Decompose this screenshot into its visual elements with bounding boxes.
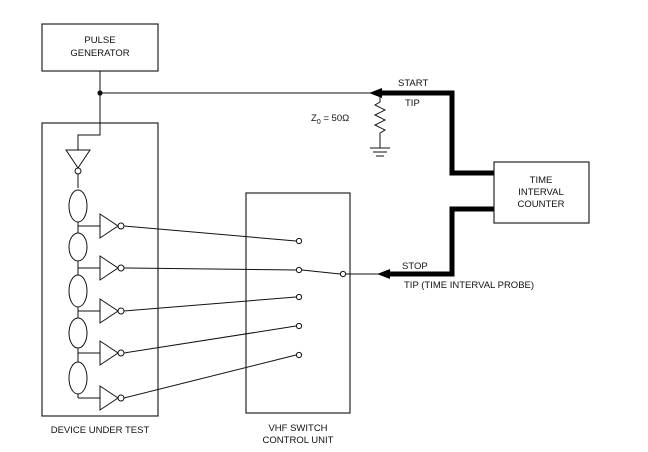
switch-input-wire bbox=[123, 354, 297, 399]
start-label: START bbox=[398, 78, 428, 89]
switch-contact-icon bbox=[295, 322, 303, 330]
impedance-value: = 50Ω bbox=[321, 113, 350, 124]
output-bubble-icon bbox=[117, 222, 125, 230]
switch-contact-icon bbox=[295, 293, 303, 301]
pulse-output-wire bbox=[99, 71, 380, 94]
input-buffer-bubble-icon bbox=[74, 167, 82, 175]
switch-arm bbox=[301, 269, 341, 275]
device-under-test-label: DEVICE UNDER TEST bbox=[51, 425, 150, 436]
delay-element-icon bbox=[68, 317, 88, 349]
impedance-symbol: Z bbox=[311, 113, 317, 124]
stop-cable bbox=[390, 206, 494, 277]
dut-input-wire bbox=[77, 93, 101, 150]
stop-label: STOP bbox=[402, 261, 428, 272]
vhf-switch-label-2: CONTROL UNIT bbox=[263, 435, 334, 446]
counter-label-1: TIME bbox=[530, 175, 553, 186]
vhf-switch-control-unit: VHF SWITCH CONTROL UNIT bbox=[245, 192, 351, 446]
stop-probe-tip-icon bbox=[377, 269, 390, 279]
output-bubble-icon bbox=[117, 264, 125, 272]
switch-common-contact-icon bbox=[339, 270, 347, 278]
resistor-icon bbox=[373, 93, 387, 148]
start-tip-label: TIP bbox=[405, 98, 420, 109]
ground-icon bbox=[370, 147, 390, 157]
output-buffer-icon bbox=[99, 298, 119, 324]
counter-label-3: COUNTER bbox=[518, 199, 565, 210]
output-buffer-icon bbox=[99, 255, 119, 281]
delay-element-icon bbox=[68, 274, 88, 308]
switch-input-wire bbox=[123, 325, 297, 354]
output-bubble-icon bbox=[117, 349, 125, 357]
impedance-label: Z0 = 50Ω bbox=[311, 113, 349, 126]
delay-element-icon bbox=[68, 189, 88, 223]
time-interval-counter: TIME INTERVAL COUNTER bbox=[493, 161, 590, 224]
switch-input-wire bbox=[123, 296, 297, 312]
output-buffers bbox=[99, 213, 125, 411]
vhf-switch-label-1: VHF SWITCH bbox=[268, 423, 327, 434]
output-buffer-icon bbox=[99, 385, 119, 411]
start-probe-tip-icon bbox=[369, 88, 382, 98]
switch-input-wire bbox=[123, 225, 297, 242]
delay-element-icon bbox=[68, 361, 88, 395]
output-bubble-icon bbox=[117, 394, 125, 402]
output-bubble-icon bbox=[117, 307, 125, 315]
impedance-subscript: 0 bbox=[317, 119, 321, 126]
output-buffer-icon bbox=[99, 213, 119, 239]
stop-tip-label: TIP (TIME INTERVAL PROBE) bbox=[404, 280, 534, 291]
start-cable bbox=[382, 90, 494, 176]
pulse-generator-label-1: PULSE bbox=[84, 35, 115, 46]
switch-contact-icon bbox=[295, 351, 303, 359]
input-buffer-icon bbox=[65, 149, 91, 169]
pulse-generator: PULSE GENERATOR bbox=[41, 23, 159, 72]
counter-label-2: INTERVAL bbox=[518, 187, 564, 198]
output-buffer-icon bbox=[99, 340, 119, 366]
pulse-generator-label-2: GENERATOR bbox=[70, 48, 129, 59]
switch-contact-icon bbox=[295, 237, 303, 245]
switch-contacts bbox=[295, 237, 347, 359]
switch-contact-icon bbox=[295, 266, 303, 274]
delay-chain bbox=[68, 189, 88, 398]
switch-input-wire bbox=[123, 267, 297, 271]
termination-resistor: Z0 = 50Ω bbox=[311, 93, 390, 157]
delay-element-icon bbox=[68, 232, 88, 262]
